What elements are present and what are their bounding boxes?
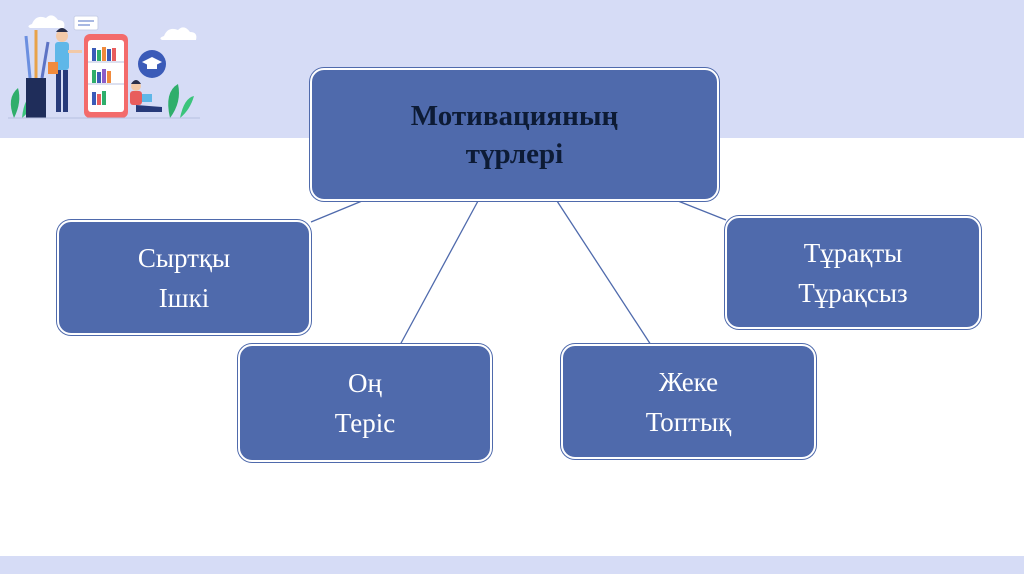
node-positive-negative: Оң Теріс [238, 344, 492, 462]
node-individual-group-line-1: Жеке [658, 366, 719, 397]
connector-to-stable-unstable [677, 200, 727, 221]
node-individual-group: Жеке Топтық [561, 344, 816, 459]
connector-to-external-internal [310, 200, 363, 223]
connector-to-individual-group [556, 200, 652, 346]
node-external-internal-line-2: Ішкі [158, 282, 210, 313]
node-stable-unstable: Тұрақты Тұрақсыз [725, 216, 981, 329]
node-positive-negative-line-1: Оң [348, 368, 382, 398]
central-node-line-2: түрлері [465, 137, 564, 170]
node-external-internal-line-1: Сыртқы [137, 242, 231, 273]
students-illustration-icon [8, 15, 200, 119]
bottom-footer-band [0, 556, 1024, 574]
node-stable-unstable-line-1: Тұрақты [803, 237, 903, 268]
node-positive-negative-line-2: Теріс [334, 408, 396, 438]
connector-to-positive-negative [399, 200, 479, 346]
central-node-line-1: Мотивацияның [410, 99, 619, 132]
node-stable-unstable-line-2: Тұрақсыз [798, 277, 908, 308]
node-individual-group-line-2: Топтық [645, 406, 732, 437]
node-external-internal: Сыртқы Ішкі [57, 220, 311, 335]
central-node-motivation-types: Мотивацияның түрлері [310, 68, 719, 201]
